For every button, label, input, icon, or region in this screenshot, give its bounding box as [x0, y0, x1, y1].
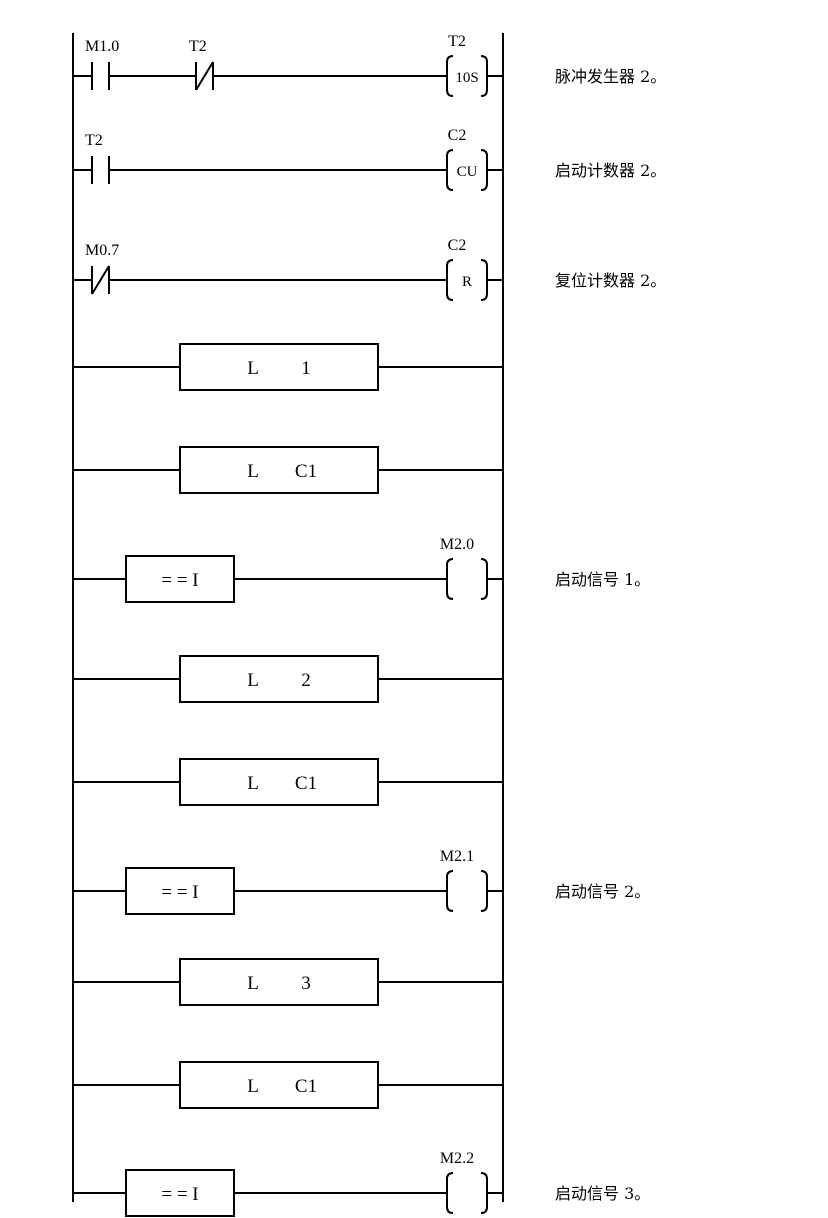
- rung-comment: 启动计数器 2。: [555, 161, 666, 180]
- rung: M1.0 T2 T2 10S 脉冲发生器 2。: [73, 33, 666, 97]
- load-box: [179, 758, 379, 806]
- load-arg: C1: [295, 1076, 317, 1097]
- coil-label: M2.1: [440, 848, 474, 865]
- rung: = = I M2.2 启动信号 3。: [73, 1150, 650, 1217]
- load-op: L: [247, 1076, 259, 1097]
- rung-comment: 启动信号 2。: [555, 882, 650, 901]
- coil-right-bracket: [480, 870, 488, 912]
- contact-label: T2: [189, 38, 207, 55]
- coil-left-bracket: [446, 1172, 454, 1214]
- coil-label: M2.2: [440, 1150, 474, 1167]
- coil-text: R: [462, 274, 472, 290]
- load-box: [179, 343, 379, 391]
- contact-label: M1.0: [85, 38, 119, 55]
- load-op: L: [247, 773, 259, 794]
- coil-text: CU: [457, 164, 478, 180]
- coil-right-bracket: [480, 259, 488, 301]
- rung-comment: 脉冲发生器 2。: [555, 67, 666, 86]
- load-op: L: [247, 973, 259, 994]
- rung: = = I M2.0 启动信号 1。: [73, 536, 650, 603]
- coil-right-bracket: [480, 1172, 488, 1214]
- load-op: L: [247, 461, 259, 482]
- rung: L C1: [73, 758, 503, 806]
- contact-nc-slash: [195, 61, 214, 91]
- coil-left-bracket: [446, 259, 454, 301]
- load-arg: 3: [301, 973, 311, 994]
- coil-right-bracket: [480, 558, 488, 600]
- load-arg: C1: [295, 461, 317, 482]
- compare-text: = = I: [161, 882, 198, 903]
- coil-text: 10S: [455, 70, 478, 86]
- load-op: L: [247, 670, 259, 691]
- coil-left-bracket: [446, 870, 454, 912]
- load-op: L: [247, 358, 259, 379]
- rung: L C1: [73, 1061, 503, 1109]
- contact-nc-slash: [91, 265, 110, 295]
- coil-left-bracket: [446, 149, 454, 191]
- load-box: [179, 958, 379, 1006]
- rung: = = I M2.1 启动信号 2。: [73, 848, 650, 915]
- load-box: [179, 446, 379, 494]
- coil-label: M2.0: [440, 536, 474, 553]
- contact-label: M0.7: [85, 242, 119, 259]
- compare-text: = = I: [161, 1184, 198, 1205]
- coil-label: T2: [448, 33, 466, 50]
- contact-label: T2: [85, 132, 103, 149]
- coil-left-bracket: [446, 55, 454, 97]
- load-arg: 1: [301, 358, 311, 379]
- coil-right-bracket: [480, 149, 488, 191]
- compare-text: = = I: [161, 570, 198, 591]
- load-box: [179, 655, 379, 703]
- rung-comment: 启动信号 3。: [555, 1184, 650, 1203]
- coil-left-bracket: [446, 558, 454, 600]
- rung-comment: 复位计数器 2。: [555, 271, 666, 290]
- rung: L C1: [73, 446, 503, 494]
- load-arg: 2: [301, 670, 311, 691]
- coil-label: C2: [448, 237, 467, 254]
- rung: M0.7 C2R 复位计数器 2。: [73, 237, 666, 301]
- load-arg: C1: [295, 773, 317, 794]
- coil-right-bracket: [480, 55, 488, 97]
- rung-comment: 启动信号 1。: [555, 570, 650, 589]
- coil-label: C2: [448, 127, 467, 144]
- load-box: [179, 1061, 379, 1109]
